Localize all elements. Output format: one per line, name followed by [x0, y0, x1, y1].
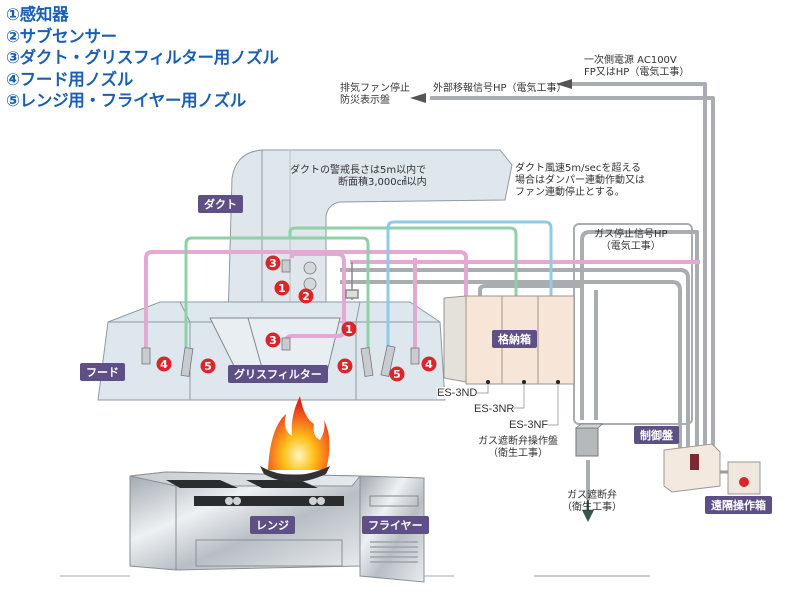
marker-range-nozzle: 5 [337, 358, 353, 374]
note-line: （衛生工事） [562, 502, 622, 513]
marker-circle [156, 356, 172, 372]
duct [227, 149, 513, 321]
note-line: （衛生工事） [488, 448, 548, 459]
legend: ①感知器 ②サブセンサー ③ダクト・グリスフィルター用ノズル ④フード用ノズル … [6, 4, 279, 112]
tag-hood: フード [80, 363, 125, 381]
note-line: 場合はダンパー連動作動又は [515, 175, 645, 186]
marker-circle [265, 255, 281, 271]
note-line: ファン連動停止とする。 [515, 187, 625, 198]
marker-circle [341, 321, 357, 337]
tag-control-panel: 制御盤 [634, 426, 679, 444]
tag-range: レンジ [250, 516, 295, 534]
storage-box [443, 295, 575, 426]
nozzles [141, 259, 420, 377]
note-line: ダクト風速5m/secを超える [515, 163, 642, 174]
blue-pipe [386, 220, 553, 350]
marker-duct-nozzle: 3 [265, 255, 281, 271]
note-gas-valve: ガス遮断弁 （衛生工事） [562, 490, 622, 514]
tag-remote-box: 遠隔操作箱 [705, 496, 772, 514]
legend-item-duct-nozzle: ③ダクト・グリスフィルター用ノズル [6, 48, 279, 67]
arrow-gas-valve [582, 510, 594, 522]
note-line: ガス停止信号HP [594, 229, 668, 240]
note-duct-length: ダクトの警戒長さは5m以内で 断面積3,000㎠以内 [290, 165, 427, 189]
marker-label: 4 [425, 358, 433, 371]
marker-label: 2 [302, 290, 310, 303]
note-fan-stop: 排気ファン停止 防災表示盤 [340, 83, 410, 107]
note-line: ダクトの警戒長さは5m以内で [290, 165, 427, 176]
marker-label: 5 [393, 368, 401, 381]
marker-detector: 1 [274, 280, 290, 296]
note-line: 防災表示盤 [340, 95, 390, 106]
marker-range-nozzle: 5 [389, 366, 405, 382]
gas-stop-signal-frame [573, 223, 693, 425]
legend-item-hood-nozzle: ④フード用ノズル [6, 69, 134, 89]
marker-label: 4 [160, 358, 168, 371]
note-primary-power: 一次側電源 AC100V FP又はHP（電気工事） [584, 55, 689, 79]
model-label-nf: ES-3NF [509, 419, 549, 431]
marker-label: 3 [269, 334, 277, 347]
note-gas-stop-signal: ガス停止信号HP （電気工事） [594, 229, 668, 253]
marker-hood-nozzle: 4 [156, 356, 172, 372]
marker-duct-nozzle: 3 [265, 332, 281, 348]
green-pipes [184, 226, 518, 350]
control-panel-box [663, 443, 761, 495]
marker-label: 1 [278, 282, 286, 295]
note-line: 断面積3,000㎠以内 [338, 177, 427, 188]
note-line: ガス遮断弁 [567, 490, 617, 501]
range-equipment [60, 471, 650, 583]
model-label-nr: ES-3NR [474, 403, 515, 415]
marker-range-nozzle: 5 [200, 358, 216, 374]
wok-fire [260, 396, 330, 482]
note-line: 排気ファン停止 [340, 83, 410, 94]
note-external-signal: 外部移報信号HP（電気工事） [433, 83, 567, 94]
tag-storage-box: 格納箱 [492, 330, 537, 348]
marker-label: 5 [204, 360, 212, 373]
model-label-nd: ES-3ND [437, 387, 478, 399]
marker-circle [389, 366, 405, 382]
marker-label: 3 [269, 257, 277, 270]
note-duct-speed: ダクト風速5m/secを超える 場合はダンパー連動作動又は ファン連動停止とする… [515, 163, 645, 199]
marker-circle [265, 332, 281, 348]
legend-item-detector: ①感知器 [6, 5, 69, 24]
damper [345, 262, 359, 300]
tag-grease-filter: グリスフィルター [228, 365, 328, 383]
gas-valve-panel [574, 423, 603, 457]
arrow-primary-power [556, 79, 572, 89]
marker-hood-nozzle: 4 [421, 356, 437, 372]
marker-circle [274, 280, 290, 296]
note-line: （電気工事） [600, 241, 661, 252]
marker-label: 5 [341, 360, 349, 373]
note-gas-valve-panel: ガス遮断弁操作盤 （衛生工事） [478, 436, 558, 460]
marker-circle [200, 358, 216, 374]
tag-duct: ダクト [198, 195, 243, 213]
marker-sub-sensor: 2 [298, 288, 314, 304]
legend-item-range-nozzle: ⑤レンジ用・フライヤー用ノズル [6, 91, 246, 110]
marker-circle [421, 356, 437, 372]
marker-circle [298, 288, 314, 304]
gray-pipes [340, 82, 760, 502]
note-line: ガス遮断弁操作盤 [478, 436, 558, 447]
legend-item-sub-sensor: ②サブセンサー [6, 26, 117, 46]
note-line: 一次側電源 AC100V [584, 55, 677, 66]
note-line: FP又はHP（電気工事） [584, 67, 690, 78]
marker-label: 1 [345, 323, 353, 336]
arrow-fan-stop [410, 93, 426, 103]
marker-detector: 1 [341, 321, 357, 337]
tag-fryer: フライヤー [362, 516, 429, 534]
marker-circle [337, 358, 353, 374]
